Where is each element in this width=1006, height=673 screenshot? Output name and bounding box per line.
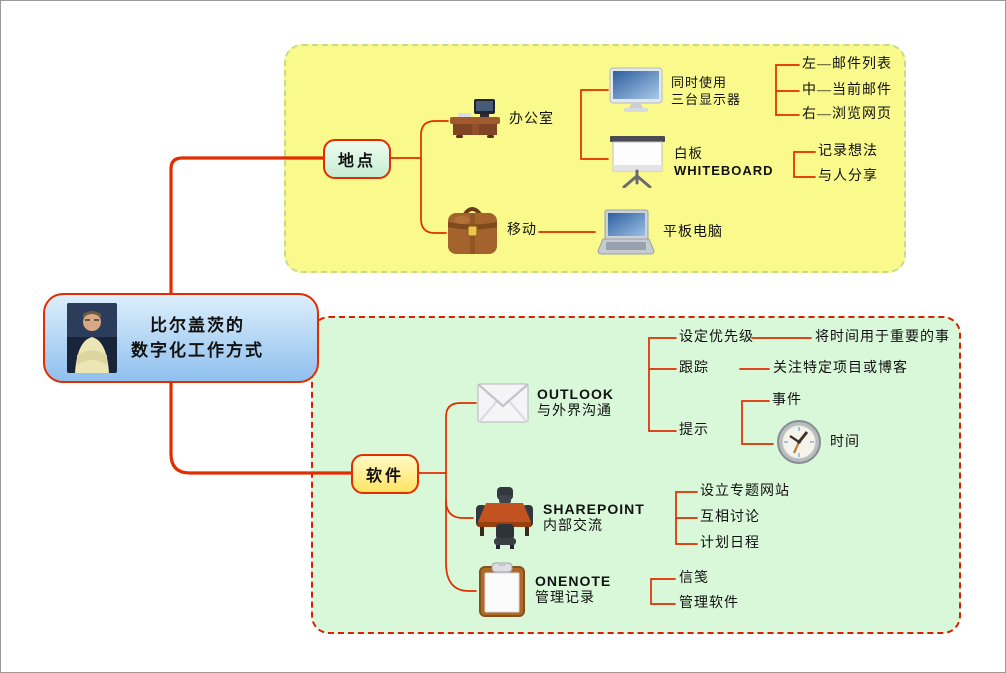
leaf-tracking[interactable]: 跟踪 <box>679 361 709 376</box>
leaf-left-mail-list[interactable]: 左—邮件列表 <box>802 57 892 72</box>
envelope-icon <box>477 383 529 423</box>
leaf-set-priority[interactable]: 设定优先级 <box>679 330 754 345</box>
topic-three-monitors[interactable]: 同时使用 三台显示器 <box>609 67 741 114</box>
onenote-label: ONENOTE 管理记录 <box>535 572 612 606</box>
leaf-mutual-discussion[interactable]: 互相讨论 <box>700 510 760 525</box>
leaf-right-browse-web[interactable]: 右—浏览网页 <box>802 107 892 122</box>
three-monitors-label: 同时使用 三台显示器 <box>671 74 742 107</box>
location-label: 地点 <box>337 153 376 170</box>
leaf-follow-projects-blogs[interactable]: 关注特定项目或博客 <box>773 361 908 376</box>
time-label: 时间 <box>830 434 860 450</box>
topic-mobile[interactable]: 移动 <box>446 202 537 258</box>
leaf-record-ideas[interactable]: 记录想法 <box>818 144 878 159</box>
software-label: 软件 <box>365 468 404 485</box>
laptop-icon <box>597 209 655 255</box>
bill-gates-photo <box>67 303 117 373</box>
branch-node-location[interactable]: 地点 <box>323 139 391 179</box>
office-label: 办公室 <box>509 112 554 127</box>
leaf-time-for-important[interactable]: 将时间用于重要的事 <box>815 330 950 345</box>
leaf-center-current-mail[interactable]: 中—当前邮件 <box>802 83 892 98</box>
leaf-share-with-people[interactable]: 与人分享 <box>818 169 878 184</box>
topic-whiteboard[interactable]: 白板 WHITEBOARD <box>609 135 774 188</box>
central-title: 比尔盖茨的 数字化工作方式 <box>131 316 264 360</box>
leaf-manage-software[interactable]: 管理软件 <box>679 596 739 611</box>
topic-sharepoint[interactable]: SHAREPOINT 内部交流 <box>474 486 645 550</box>
leaf-reminder[interactable]: 提示 <box>679 423 709 438</box>
briefcase-icon <box>448 207 497 254</box>
whiteboard-icon <box>610 136 665 188</box>
central-topic[interactable]: 比尔盖茨的 数字化工作方式 <box>43 293 319 383</box>
topic-outlook[interactable]: OUTLOOK 与外界沟通 <box>477 383 614 423</box>
desk-icon <box>450 99 500 138</box>
outlook-label: OUTLOOK 与外界沟通 <box>537 386 614 419</box>
tablet-pc-label: 平板电脑 <box>663 225 723 240</box>
whiteboard-label: 白板 WHITEBOARD <box>674 145 774 178</box>
leaf-stationery[interactable]: 信笺 <box>679 571 709 586</box>
leaf-event[interactable]: 事件 <box>772 393 802 408</box>
software-boundary-group <box>311 316 961 634</box>
leaf-plan-schedule[interactable]: 计划日程 <box>700 536 760 551</box>
clipboard-icon <box>479 562 525 617</box>
leaf-special-sites[interactable]: 设立专题网站 <box>700 484 790 499</box>
topic-onenote[interactable]: ONENOTE 管理记录 <box>477 561 611 618</box>
mobile-label: 移动 <box>507 222 537 238</box>
monitor-icon <box>609 67 663 112</box>
meeting-table-icon <box>476 487 533 549</box>
topic-tablet-pc[interactable]: 平板电脑 <box>597 209 723 256</box>
clock-icon <box>777 420 821 464</box>
branch-node-software[interactable]: 软件 <box>351 454 419 494</box>
sharepoint-label: SHAREPOINT 内部交流 <box>543 501 645 534</box>
topic-office[interactable]: 办公室 <box>449 98 554 141</box>
topic-time[interactable]: 时间 <box>776 419 860 465</box>
